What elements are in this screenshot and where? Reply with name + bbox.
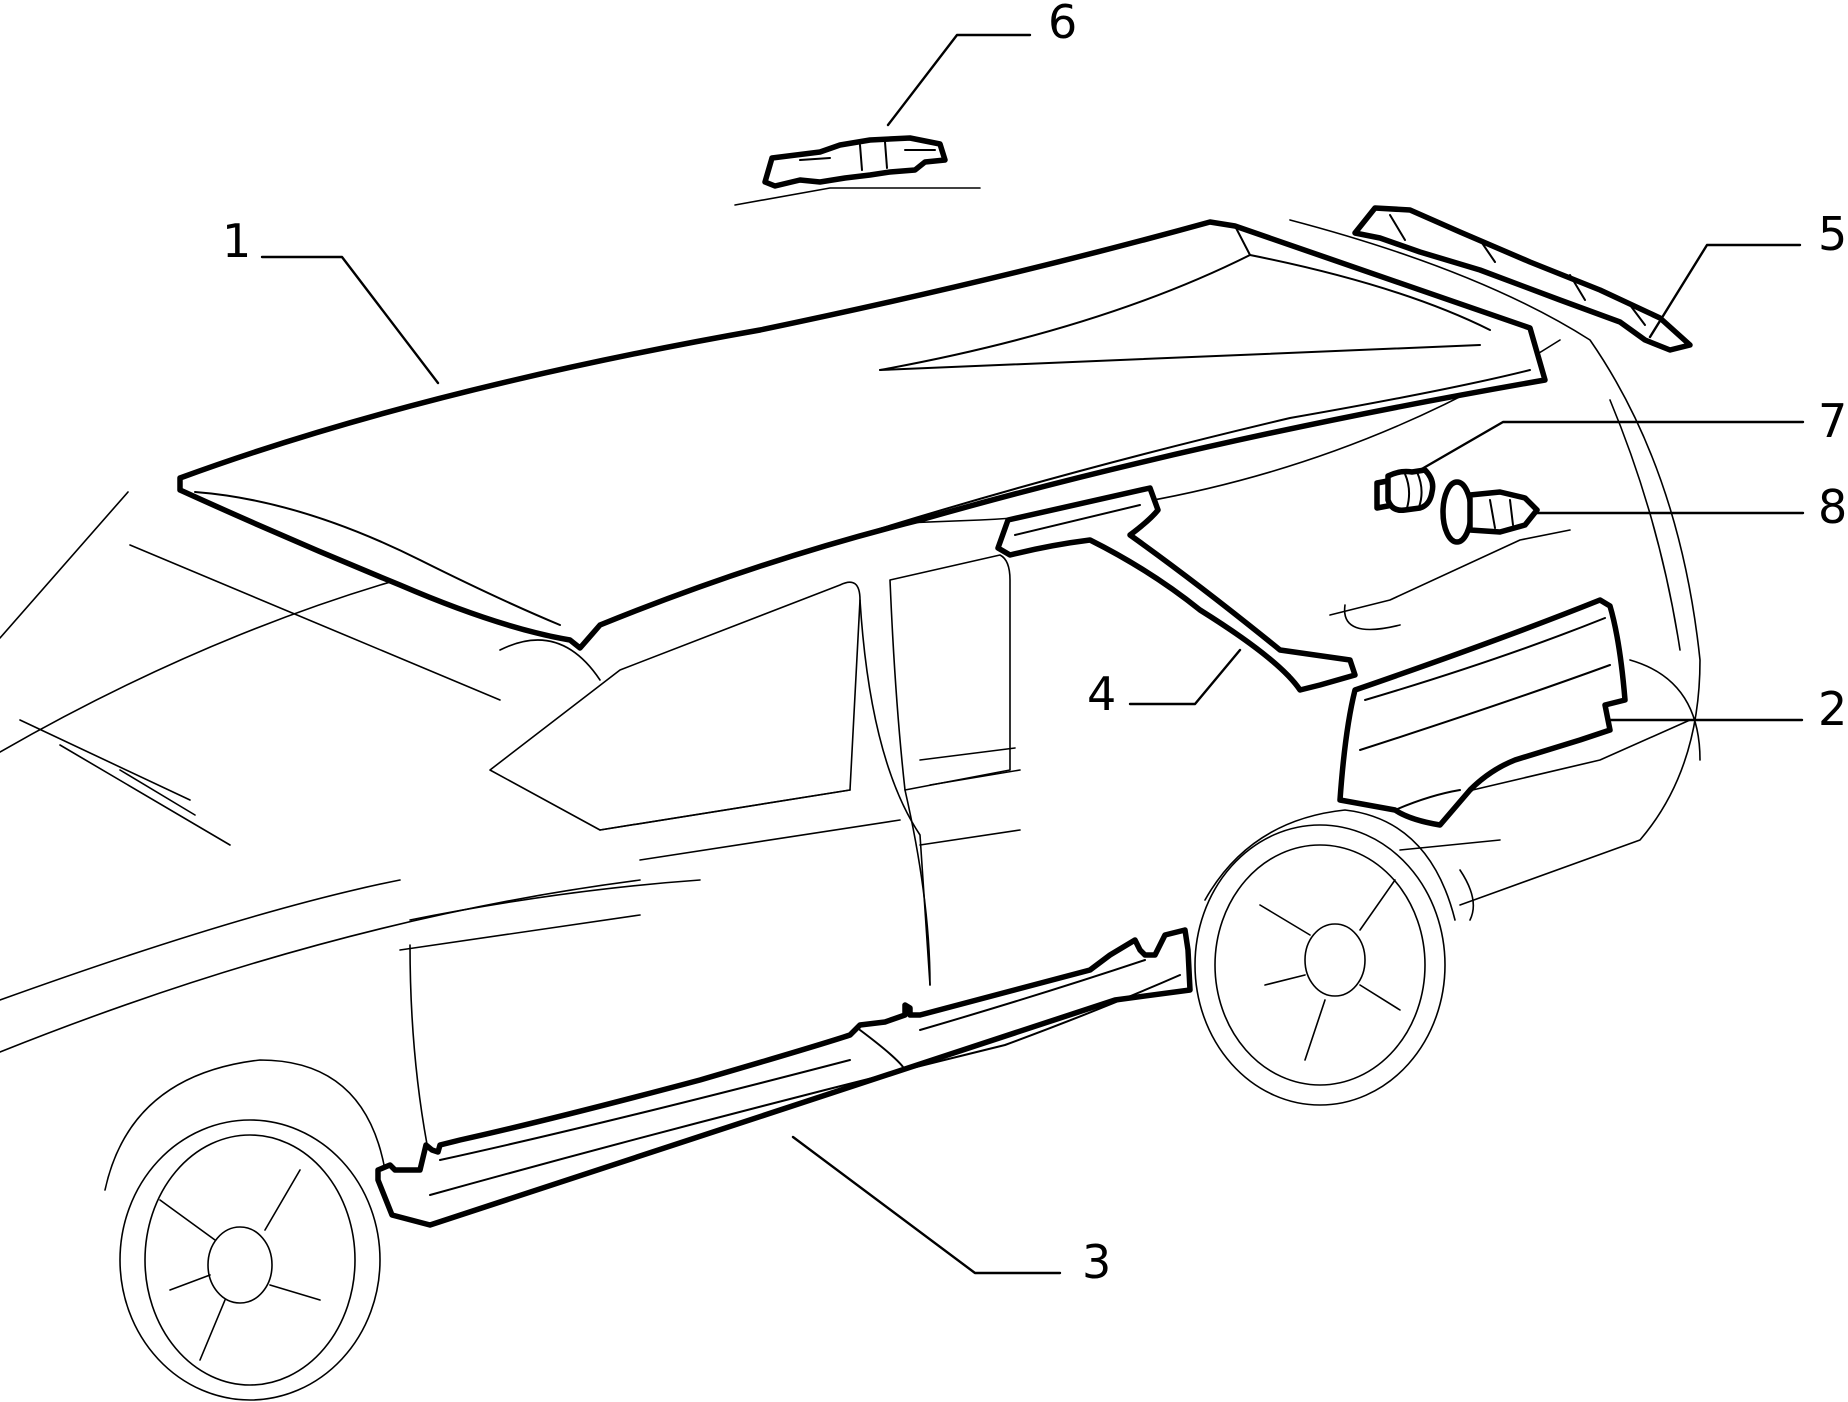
leader-3 — [791, 1135, 1062, 1275]
callout-3: 3 — [1082, 1235, 1111, 1289]
leader-4 — [1128, 648, 1242, 706]
part-push-rivet — [1440, 479, 1540, 545]
leader-lines — [260, 33, 1805, 1275]
part-roof-bracket-small — [762, 135, 948, 189]
part-side-sill — [375, 927, 1193, 1228]
callout-6: 6 — [1048, 0, 1077, 49]
leader-5 — [1648, 243, 1802, 339]
part-roof-panel — [177, 219, 1548, 651]
callout-7: 7 — [1818, 394, 1847, 448]
callout-2: 2 — [1818, 682, 1847, 736]
part-rear-quarter-panel — [1337, 597, 1628, 828]
callout-8: 8 — [1818, 480, 1847, 534]
callouts: 1 2 3 4 5 6 7 8 — [222, 0, 1847, 1289]
car-body-outline — [0, 187, 1701, 1401]
callout-4: 4 — [1087, 667, 1116, 721]
leader-7 — [1418, 420, 1805, 472]
part-bolt — [1374, 467, 1436, 514]
part-rear-crossmember — [1352, 205, 1693, 353]
leader-6 — [886, 33, 1032, 127]
callout-1: 1 — [222, 214, 251, 268]
leader-1 — [260, 255, 440, 385]
part-b-pillar — [995, 485, 1358, 693]
callout-5: 5 — [1818, 207, 1847, 261]
